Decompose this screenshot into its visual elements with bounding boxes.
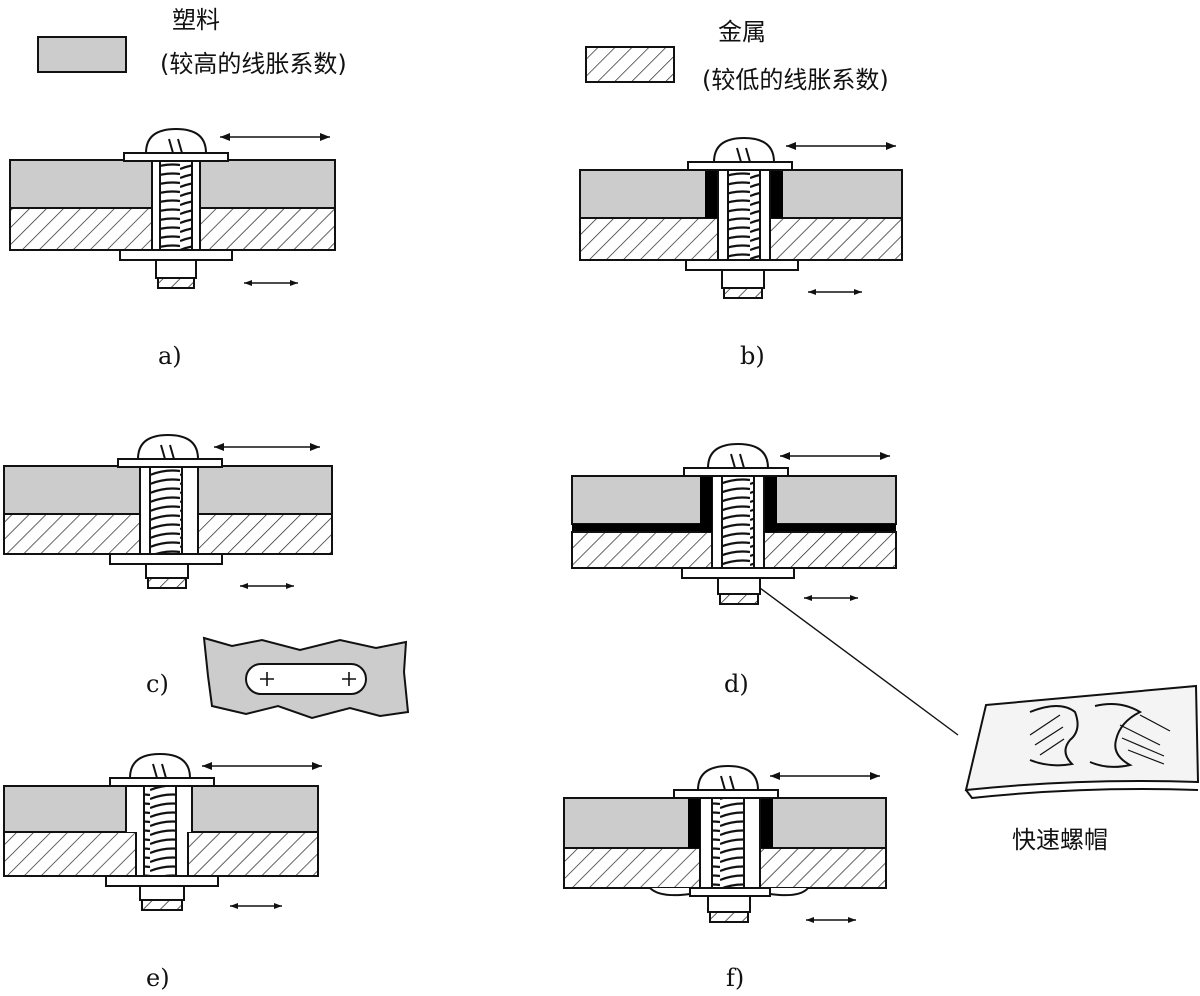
metal-title: 金属 [718,18,766,46]
panel-b-label: b) [740,342,765,370]
panel-c-drawing [3,433,410,720]
panel-b-drawing [579,136,903,299]
metal-swatch [585,46,675,83]
panel-e-drawing [3,752,322,911]
panel-f-label: f) [726,964,745,992]
plastic-title: 塑料 [172,6,220,34]
plastic-swatch [37,36,127,73]
panel-a-label: a) [158,342,182,370]
panel-a-drawing [9,127,336,289]
panel-e-label: e) [146,964,170,992]
metal-desc: (较低的线胀系数) [702,66,889,94]
panel-d-label: d) [724,670,749,698]
panel-f-drawing [563,764,887,923]
slot-hole [245,663,367,695]
callout-leader-line [759,587,959,736]
quick-nut-illustration [964,684,1200,800]
plastic-desc: (较高的线胀系数) [160,50,347,78]
panel-c-label: c) [146,670,169,698]
panel-d-drawing [571,442,959,736]
quick-nut-label: 快速螺帽 [1012,826,1108,854]
